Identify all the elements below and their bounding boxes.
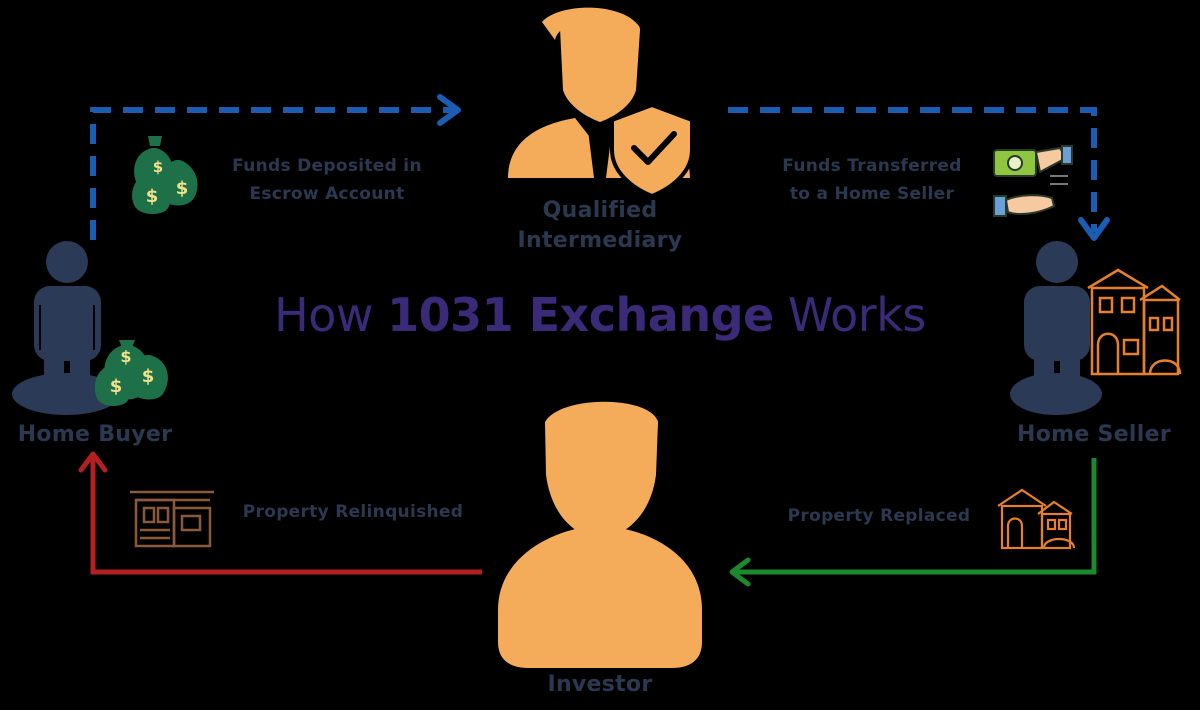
arrow-investor-to-buyer: [78, 451, 482, 575]
replaced-house-icon: [997, 488, 1076, 550]
svg-text:$: $: [120, 347, 131, 366]
step-transfer-line1: Funds Transferred: [782, 156, 962, 176]
step-replaced: Property Replaced: [787, 506, 971, 526]
arrow-buyer-to-intermediary: [90, 94, 461, 240]
step-deposit-line2: Escrow Account: [249, 184, 405, 204]
buyer-person-icon: [12, 241, 120, 415]
investor-person-icon: [498, 401, 702, 668]
relinquished-house-icon: [130, 490, 214, 548]
title-prefix: How: [274, 288, 374, 342]
step-deposit-line1: Funds Deposited in: [232, 156, 422, 176]
step-transfer-line2: to a Home Seller: [789, 184, 955, 204]
step-relinquished: Property Relinquished: [242, 502, 464, 522]
diagram-title: How 1031 Exchange Works: [0, 288, 1200, 342]
arrow-intermediary-to-seller: [728, 107, 1110, 241]
svg-text:$: $: [110, 376, 123, 397]
svg-text:$: $: [153, 158, 163, 176]
intermediary-label: Qualified Intermediary: [480, 196, 720, 256]
svg-text:$: $: [176, 178, 189, 199]
title-bold: 1031 Exchange: [387, 288, 774, 342]
cash-handoff-icon: [993, 145, 1073, 217]
seller-label: Home Seller: [1017, 422, 1171, 447]
step-transfer: Funds Transferred to a Home Seller: [760, 152, 984, 208]
svg-text:$: $: [146, 186, 159, 207]
shield-check-icon: [610, 102, 694, 199]
title-suffix: Works: [787, 288, 926, 342]
buyer-money-bags-icon: $ $ $: [94, 340, 168, 406]
step-deposit: Funds Deposited in Escrow Account: [212, 152, 442, 208]
intermediary-label-line2: Intermediary: [517, 228, 683, 253]
seller-person-icon: [1010, 241, 1102, 415]
intermediary-label-line1: Qualified: [542, 198, 658, 223]
svg-text:$: $: [142, 366, 155, 387]
investor-label: Investor: [547, 672, 653, 697]
buyer-label: Home Buyer: [17, 422, 173, 447]
seller-house-icon: [1087, 268, 1182, 376]
arrow-seller-to-investor: [729, 458, 1097, 587]
escrow-money-bags-icon: $ $ $: [132, 136, 198, 214]
